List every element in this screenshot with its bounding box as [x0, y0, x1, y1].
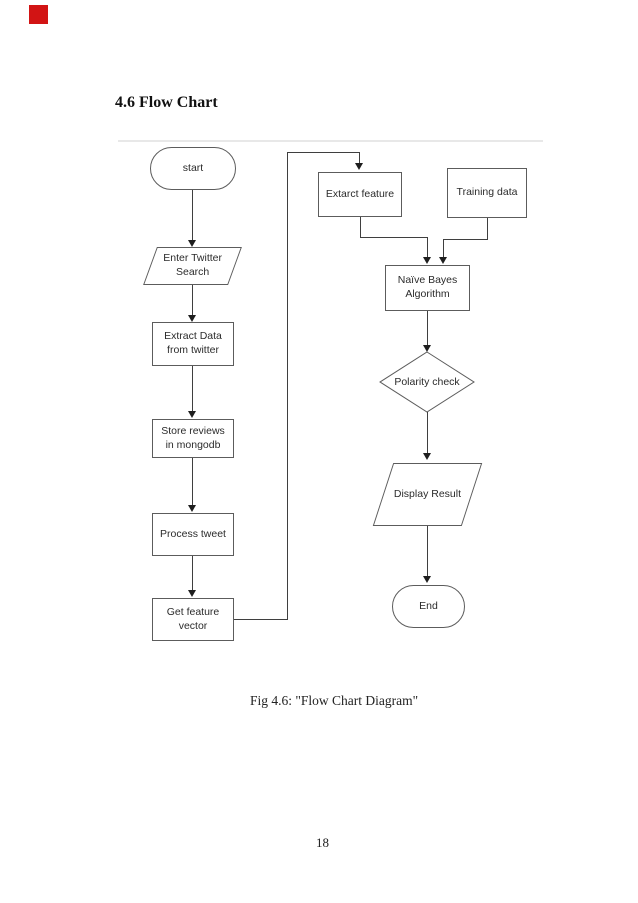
arrowhead-icon	[423, 576, 431, 583]
node-store-reviews: Store reviews in mongodb	[152, 419, 234, 458]
arrowhead-icon	[188, 505, 196, 512]
node-end-label: End	[419, 599, 438, 612]
edge-training-to-bayes-v1	[487, 218, 488, 240]
edge-start-to-enter-search	[192, 190, 193, 241]
node-store-reviews-label: Store reviews in mongodb	[161, 424, 225, 451]
node-training-data-label: Training data	[456, 186, 518, 199]
edge-display-to-end	[427, 526, 428, 577]
edge-training-to-bayes-v2	[443, 239, 444, 258]
section-heading: 4.6 Flow Chart	[115, 94, 218, 111]
node-get-feature-vector-label: Get feature vector	[166, 605, 220, 632]
edge-store-reviews-to-process-tweet	[192, 458, 193, 506]
arrowhead-icon	[423, 345, 431, 352]
figure-top-rule	[118, 140, 543, 142]
edge-feedback-horizontal-bottom	[234, 619, 288, 620]
node-naive-bayes: Naïve Bayes Algorithm	[385, 265, 470, 311]
node-naive-bayes-label: Naïve Bayes Algorithm	[397, 274, 458, 300]
node-training-data: Training data	[447, 168, 527, 218]
arrowhead-icon	[188, 590, 196, 597]
node-start-label: start	[182, 161, 204, 174]
arrowhead-icon	[423, 453, 431, 460]
node-extract-data-label: Extract Data from twitter	[164, 330, 222, 356]
node-enter-twitter-search: Enter Twitter Search	[143, 247, 242, 285]
edge-extarct-to-bayes-v1	[360, 217, 361, 238]
arrowhead-icon	[439, 257, 447, 264]
node-end: End	[392, 585, 465, 628]
page-number: 18	[316, 835, 329, 850]
edge-extarct-to-bayes-v2	[427, 237, 428, 258]
edge-extarct-to-bayes-h	[360, 237, 428, 238]
node-get-feature-vector: Get feature vector	[152, 598, 234, 641]
arrowhead-icon	[188, 315, 196, 322]
node-process-tweet-label: Process tweet	[160, 527, 226, 540]
edge-training-to-bayes-h	[443, 239, 488, 240]
arrowhead-icon	[188, 240, 196, 247]
edge-enter-search-to-extract-data	[192, 285, 193, 316]
node-extract-data: Extract Data from twitter	[152, 322, 234, 366]
edge-feedback-horizontal-top	[287, 152, 360, 153]
edge-bayes-to-polarity	[427, 311, 428, 346]
node-polarity-check-label: Polarity check	[394, 376, 460, 388]
arrowhead-icon	[423, 257, 431, 264]
node-enter-twitter-search-label: Enter Twitter Search	[163, 252, 222, 278]
edge-extract-data-to-store-reviews	[192, 366, 193, 412]
edge-process-tweet-to-get-feature	[192, 556, 193, 591]
node-start: start	[150, 147, 236, 190]
edge-feedback-vertical	[287, 152, 288, 620]
node-process-tweet: Process tweet	[152, 513, 234, 556]
figure-caption: Fig 4.6: "Flow Chart Diagram"	[250, 693, 419, 708]
arrowhead-icon	[188, 411, 196, 418]
node-display-result-label: Display Result	[393, 487, 462, 500]
node-extarct-feature: Extarct feature	[318, 172, 402, 217]
edge-feedback-drop	[359, 152, 360, 164]
node-display-result: Display Result	[372, 463, 483, 526]
edge-polarity-to-display	[427, 412, 428, 454]
red-marker-square	[29, 5, 48, 24]
arrowhead-icon	[355, 163, 363, 170]
node-extarct-feature-label: Extarct feature	[325, 187, 395, 200]
